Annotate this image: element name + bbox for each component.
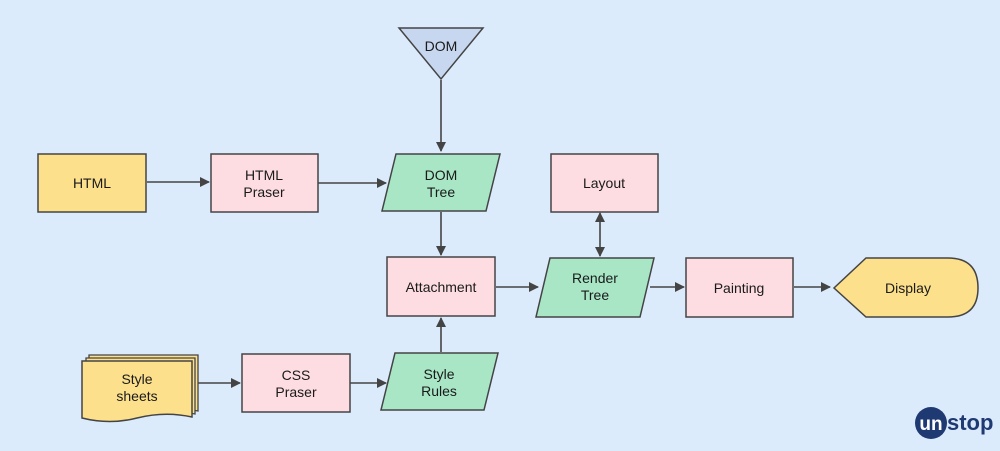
style-rules-label-line1: Style xyxy=(423,366,454,382)
layout-node: Layout xyxy=(550,153,659,213)
render-tree-label-line2: Tree xyxy=(581,287,609,303)
css-parser-label-line1: CSS xyxy=(282,367,311,383)
html-label: HTML xyxy=(73,175,111,191)
html-parser-node: HTML Praser xyxy=(210,153,319,213)
style-sheets-label-line1: Style xyxy=(121,371,152,387)
logo-text: stop xyxy=(947,410,993,435)
attachment-node: Attachment xyxy=(386,256,496,317)
display-label: Display xyxy=(885,280,931,296)
style-sheets-node: Style sheets xyxy=(81,354,199,423)
dom-label: DOM xyxy=(425,38,458,54)
display-node: Display xyxy=(832,257,979,318)
dom-tree-label-line2: Tree xyxy=(427,184,455,200)
dom-tree-node: DOM Tree xyxy=(381,153,501,212)
html-node: HTML xyxy=(37,153,147,213)
connectors xyxy=(147,80,831,388)
html-parser-label-line1: HTML xyxy=(245,167,283,183)
css-parser-node: CSS Praser xyxy=(241,353,351,413)
unstop-logo: un stop xyxy=(915,407,993,439)
painting-label: Painting xyxy=(714,280,765,296)
dom-tree-label-line1: DOM xyxy=(425,167,458,183)
attachment-label: Attachment xyxy=(406,279,477,295)
render-tree-label-line1: Render xyxy=(572,270,618,286)
style-rules-label-line2: Rules xyxy=(421,383,457,399)
layout-label: Layout xyxy=(583,175,625,191)
style-rules-node: Style Rules xyxy=(380,352,499,411)
logo-circle-text: un xyxy=(919,414,942,435)
style-sheets-label-line2: sheets xyxy=(116,388,157,404)
html-parser-label-line2: Praser xyxy=(243,184,285,200)
render-tree-node: Render Tree xyxy=(535,257,655,318)
logo-circle xyxy=(915,407,947,439)
dom-node: DOM xyxy=(397,27,485,81)
css-parser-label-line2: Praser xyxy=(275,384,317,400)
painting-node: Painting xyxy=(685,257,794,318)
